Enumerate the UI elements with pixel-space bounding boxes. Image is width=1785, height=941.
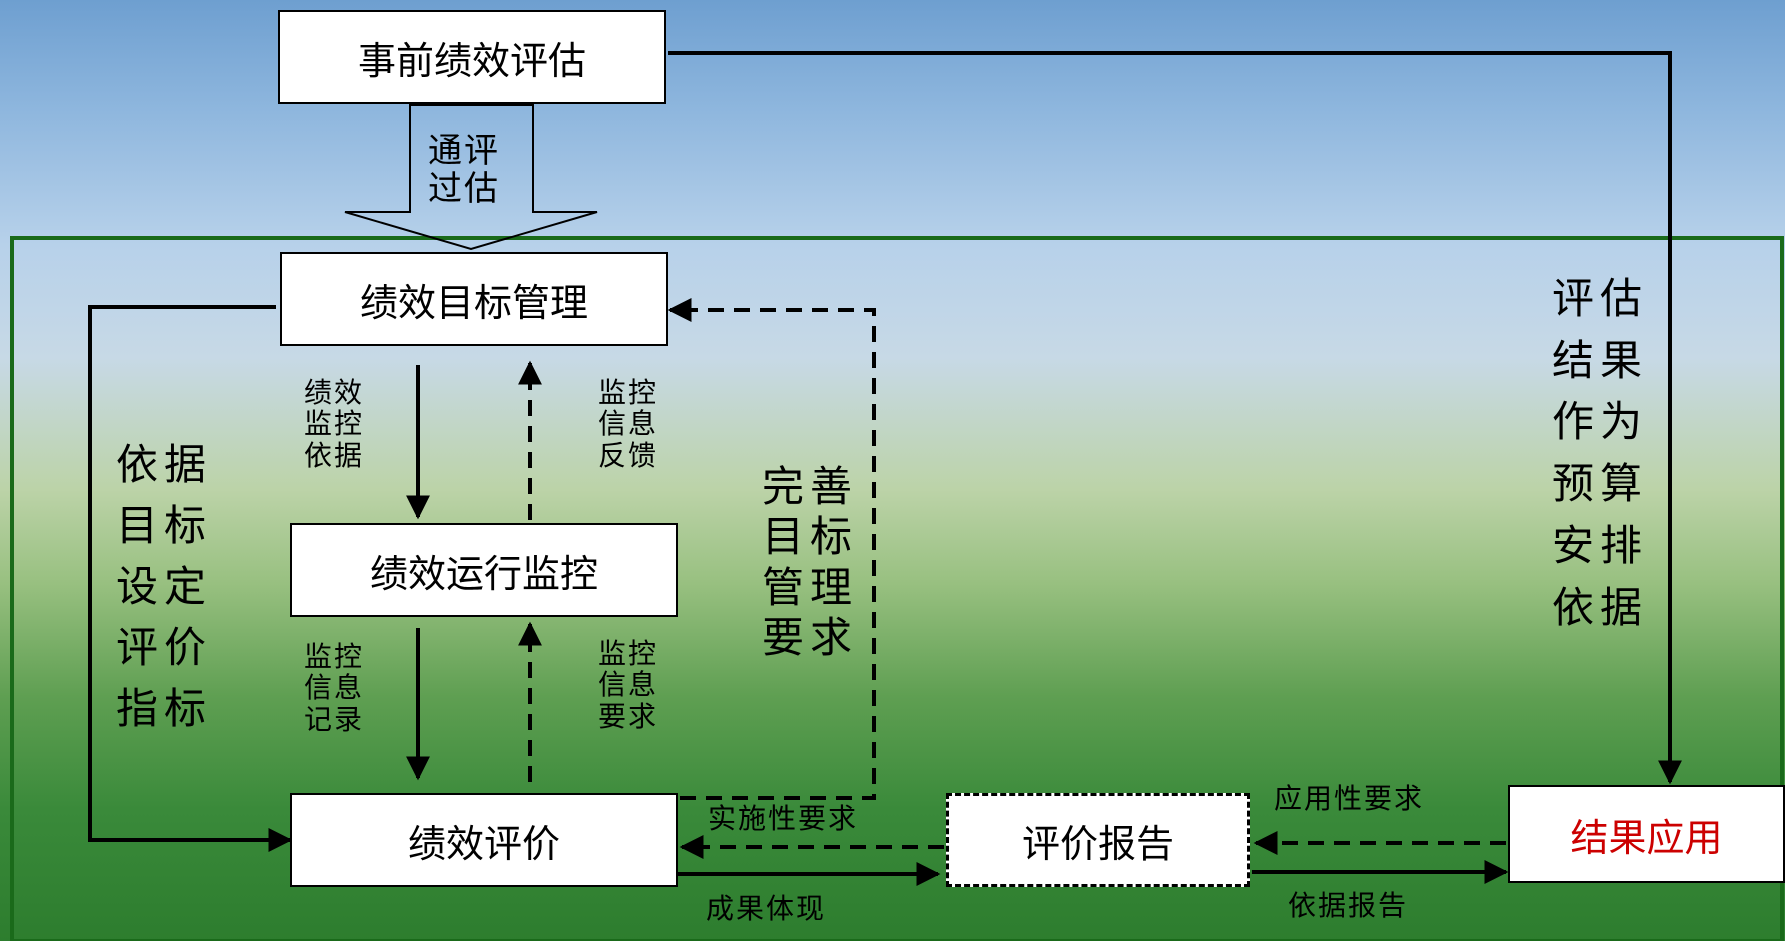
application-requirement-label: 应用性要求 <box>1274 782 1425 815</box>
evaluation-box: 绩效评价 <box>290 793 678 887</box>
result-reflection-label: 成果体现 <box>706 892 827 925</box>
monitor-basis-label: 绩效 监控 依据 <box>304 376 365 472</box>
evaluation-report-box: 评价报告 <box>946 793 1250 887</box>
runtime-monitor-box: 绩效运行监控 <box>290 523 678 617</box>
arrow-goal-to-evaluation <box>88 305 293 852</box>
basis-target-label: 依据 目标 设定 评价 指标 <box>116 440 213 733</box>
pre-evaluation-box: 事前绩效评估 <box>278 10 666 104</box>
monitor-record-label: 监控 信息 记录 <box>304 640 365 736</box>
green-frame <box>10 236 1784 941</box>
improve-goal-label: 完善 目标 管理 要求 <box>762 462 859 663</box>
monitor-feedback-label: 监控 信息 反馈 <box>598 376 659 472</box>
arrow-preeval-to-result <box>668 51 1682 785</box>
goal-management-box: 绩效目标管理 <box>280 252 668 346</box>
basis-report-label: 依据报告 <box>1288 889 1409 922</box>
through-evaluation-label: 通评 过估 <box>428 131 500 210</box>
arrow-evaluation-to-goal <box>667 298 876 800</box>
result-application-box: 结果应用 <box>1508 785 1785 883</box>
eval-result-basis-label: 评估 结果 作为 预算 安排 依据 <box>1552 274 1649 632</box>
monitor-requirement-label: 监控 信息 要求 <box>598 637 659 733</box>
implementation-requirement-label: 实施性要求 <box>708 802 859 835</box>
hollow-down-arrow <box>344 104 598 251</box>
